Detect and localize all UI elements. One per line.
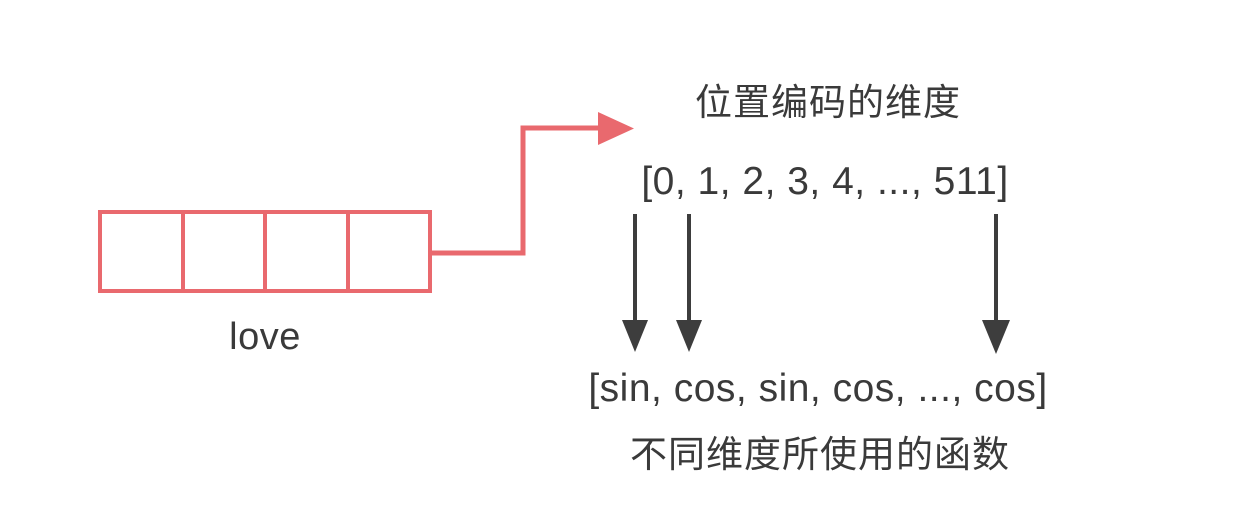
mapping-arrow-511 xyxy=(982,214,1010,354)
dimension-index-array: [0, 1, 2, 3, 4, ..., 511] xyxy=(641,160,1009,203)
mapping-arrow-0 xyxy=(622,214,648,352)
function-caption: 不同维度所使用的函数 xyxy=(630,434,1010,475)
token-box-row xyxy=(98,210,432,293)
token-cell xyxy=(184,214,267,289)
token-cell xyxy=(267,214,350,289)
token-cell xyxy=(102,214,185,289)
positional-encoding-title: 位置编码的维度 xyxy=(695,82,961,123)
function-array: [sin, cos, sin, cos, ..., cos] xyxy=(588,367,1048,410)
mapping-arrow-1 xyxy=(676,214,702,352)
token-label: love xyxy=(229,316,301,358)
token-cell xyxy=(349,214,428,289)
